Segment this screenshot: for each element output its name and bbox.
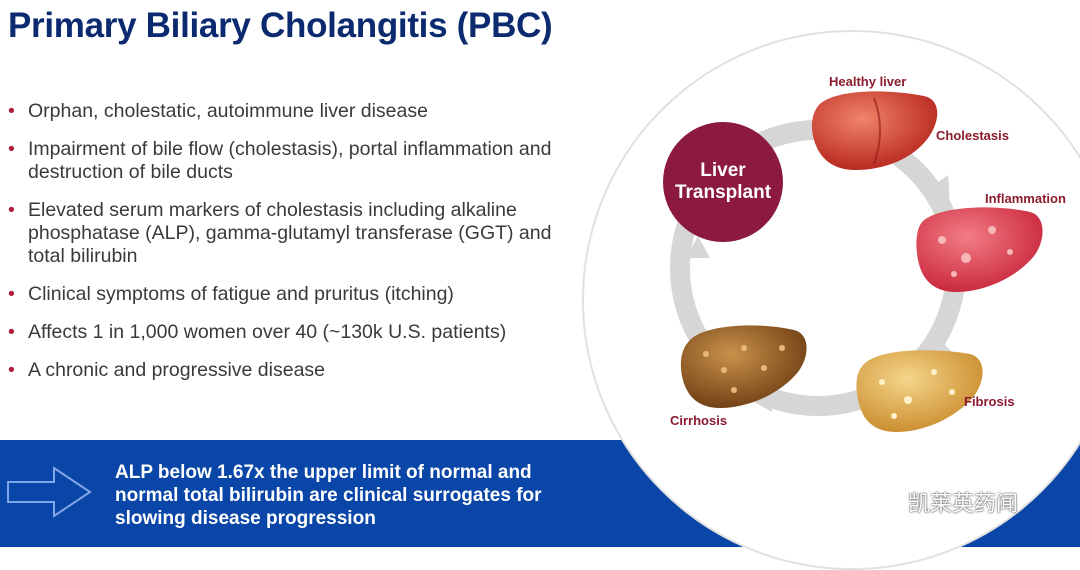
fibrosis-liver-image bbox=[856, 350, 983, 432]
right-arrow-outline-icon bbox=[7, 466, 92, 518]
slide-title: Primary Biliary Cholangitis (PBC) bbox=[8, 6, 553, 45]
banner-text: ALP below 1.67x the upper limit of norma… bbox=[115, 462, 542, 529]
label-cholestasis: Cholestasis bbox=[936, 128, 1009, 143]
label-inflammation: Inflammation bbox=[985, 191, 1066, 206]
bullet-item: Affects 1 in 1,000 women over 40 (~130k … bbox=[8, 321, 568, 344]
healthy-liver-image bbox=[811, 91, 938, 170]
wechat-icon bbox=[863, 489, 900, 515]
bullet-item: Elevated serum markers of cholestasis in… bbox=[8, 199, 568, 268]
label-fibrosis: Fibrosis bbox=[964, 394, 1015, 409]
bullet-list: Orphan, cholestatic, autoimmune liver di… bbox=[8, 100, 568, 397]
bullet-item: A chronic and progressive disease bbox=[8, 359, 568, 382]
inflammation-liver-image bbox=[916, 207, 1043, 292]
liver-transplant-label: Liver Transplant bbox=[674, 160, 772, 203]
disease-progression-diagram bbox=[670, 91, 1043, 432]
arrow-icon bbox=[754, 392, 772, 412]
watermark-text: 凯莱英药闻 bbox=[908, 492, 1019, 517]
bullet-item: Orphan, cholestatic, autoimmune liver di… bbox=[8, 100, 568, 123]
arrow-icon bbox=[686, 236, 710, 258]
label-healthy-liver: Healthy liver bbox=[829, 74, 907, 89]
liver-transplant-circle: Liver Transplant bbox=[663, 122, 783, 242]
bullet-item: Impairment of bile flow (cholestasis), p… bbox=[8, 138, 568, 184]
arrow-icon bbox=[928, 174, 950, 199]
bullet-item: Clinical symptoms of fatigue and pruritu… bbox=[8, 283, 568, 306]
watermark: 凯莱英药闻 bbox=[862, 486, 1018, 518]
label-cirrhosis: Cirrhosis bbox=[670, 413, 728, 428]
cirrhosis-liver-image bbox=[680, 325, 807, 408]
